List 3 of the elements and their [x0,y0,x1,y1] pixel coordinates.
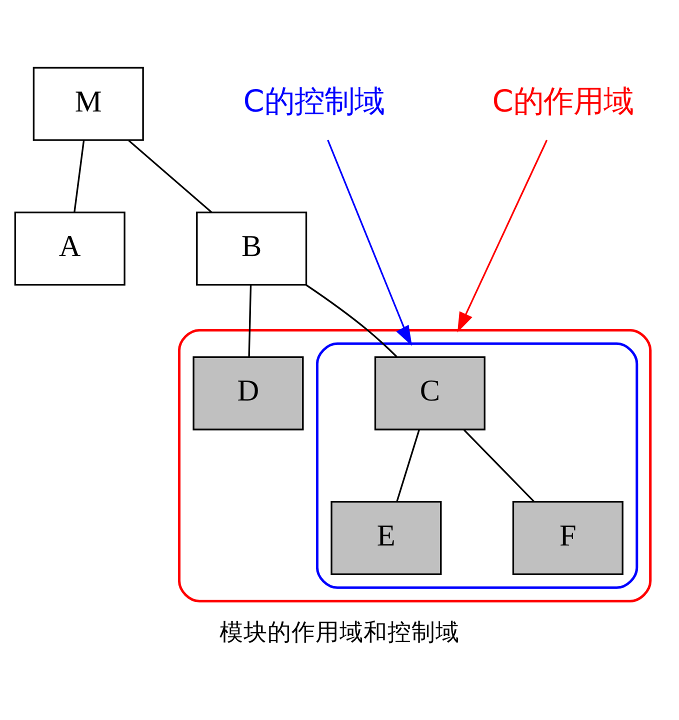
caption: 模块的作用域和控制域 [220,618,460,646]
node-text: C的控制域 [243,84,384,119]
node-text: C的作用域 [492,84,634,119]
